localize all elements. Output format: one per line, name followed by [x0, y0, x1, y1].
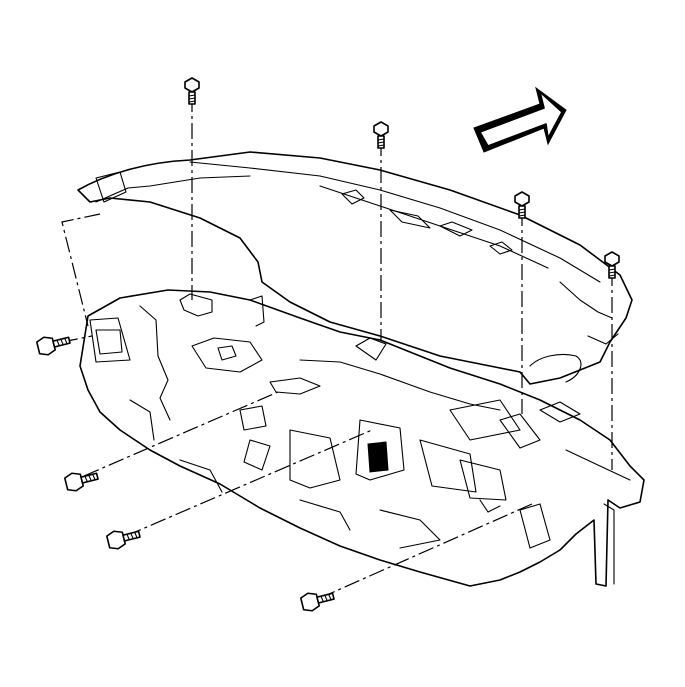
bolt-icon [604, 251, 620, 279]
alignment-line [83, 391, 279, 477]
alignment-line [125, 429, 373, 537]
bolt-icon [184, 77, 200, 105]
screw-icon [63, 472, 99, 492]
alignment-line [61, 213, 101, 327]
screw-icon [35, 336, 71, 356]
upper-trim-pad [77, 151, 633, 385]
alignment-lines [61, 96, 613, 599]
screw-icon [299, 592, 335, 612]
instrument-panel-carrier [79, 289, 645, 587]
bolt-icon [514, 191, 530, 219]
direction-arrow-icon [473, 86, 567, 153]
bolt-icon [373, 121, 389, 149]
screw-icon [105, 530, 141, 550]
alignment-line [319, 503, 533, 599]
